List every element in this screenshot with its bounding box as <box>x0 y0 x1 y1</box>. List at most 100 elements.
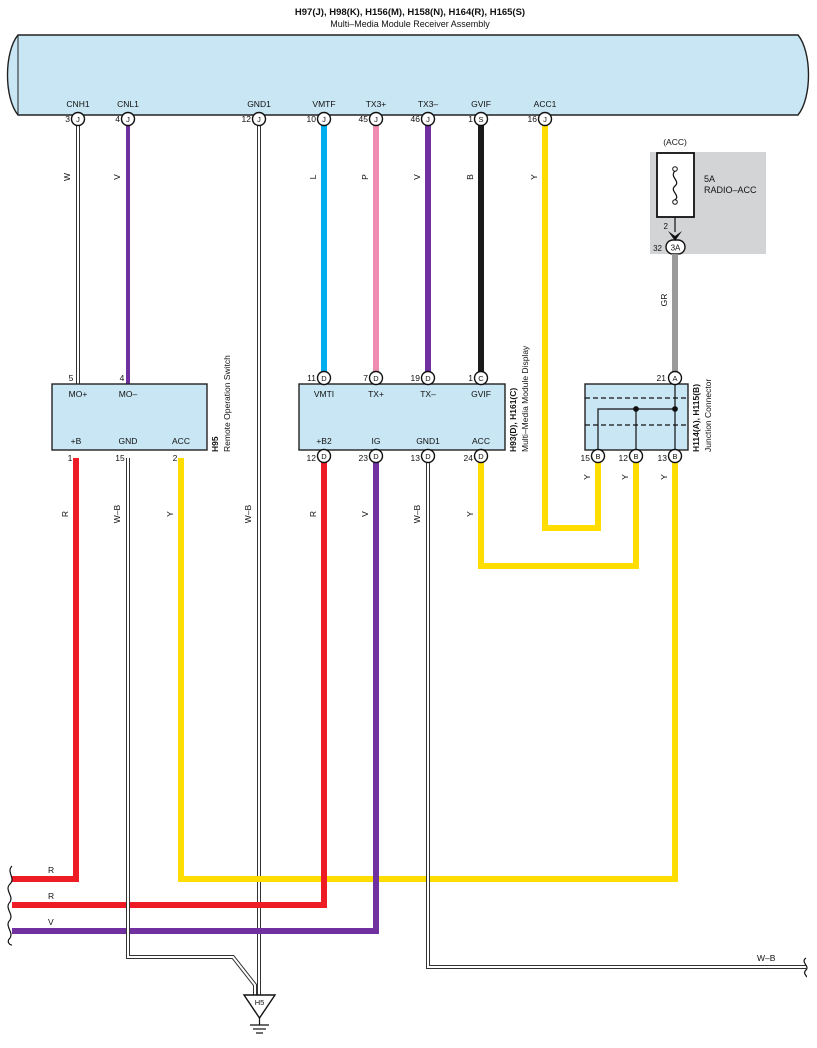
pin-name-gvif-display: GVIF <box>471 389 491 399</box>
wire-y-display-acc <box>478 450 639 569</box>
wire-label-v: V <box>112 174 122 180</box>
receiver-pins: CNH1 CNL1 GND1 VMTF TX3+ TX3– GVIF ACC1 … <box>65 99 557 127</box>
connector-acc-display: D <box>473 448 489 464</box>
connector-vmti: D <box>316 370 332 386</box>
display-labels: VMTI TX+ TX– GVIF 11 7 19 1 +B2 IG GND1 … <box>307 373 491 463</box>
fuse-tag: (ACC) <box>663 137 687 147</box>
wire-label-y-acc1: Y <box>529 174 539 180</box>
pin-num-acc-display: 24 <box>464 453 474 463</box>
wire-wb-display-gnd1 <box>426 458 806 969</box>
pin-num-acc-remote: 2 <box>173 453 178 463</box>
pin-name-txm: TX– <box>420 389 436 399</box>
connector-tx3m: J <box>420 111 436 127</box>
wire-label-y-display: Y <box>465 511 475 517</box>
connector-j13: B <box>667 448 683 464</box>
connector-gnd1-display: D <box>420 448 436 464</box>
wire-label-b: B <box>465 174 475 180</box>
pin-num-ig: 23 <box>359 453 369 463</box>
junction-labels: 21 15 12 13 <box>581 373 668 463</box>
fuse-connector-chevron-icon <box>668 231 682 241</box>
pin-name-mo-plus: MO+ <box>69 389 88 399</box>
pin-name-cnh1: CNH1 <box>66 99 89 109</box>
wire-label-w: W <box>62 173 72 181</box>
wires <box>12 124 806 995</box>
wire-label-y-j13: Y <box>659 474 669 480</box>
display-box <box>298 383 506 451</box>
wire-label-wb-gnd1: W–B <box>243 504 253 523</box>
pin-name-acc-remote: ACC <box>172 436 190 446</box>
wire-y-acc1 <box>542 124 601 531</box>
remote-switch-labels: MO+ MO– 5 4 +B GND ACC 1 15 2 <box>68 373 190 463</box>
wire-wb-remote-gnd <box>126 458 257 995</box>
pin-name-vmtf: VMTF <box>312 99 335 109</box>
svg-text:C: C <box>478 374 484 383</box>
pin-num-txm: 19 <box>411 373 421 383</box>
svg-text:A: A <box>672 374 677 383</box>
pin-name-txp: TX+ <box>368 389 384 399</box>
pin-name-tx3m: TX3– <box>418 99 439 109</box>
display-id: H93(D), H161(C) <box>508 388 518 452</box>
pin-name-b2: +B2 <box>316 436 332 446</box>
wire-label-wb-remote: W–B <box>112 504 122 523</box>
pin-num-tx3m: 46 <box>411 114 421 124</box>
wire-r-remote-b <box>12 458 79 882</box>
svg-text:J: J <box>426 115 430 124</box>
connector-tx3p: J <box>368 111 384 127</box>
wire-label-r-remote: R <box>60 511 70 517</box>
connector-ig: D <box>368 448 384 464</box>
svg-text:B: B <box>672 452 677 461</box>
receiver-id-label: H97(J), H98(K), H156(M), H158(N), H164(R… <box>295 7 525 18</box>
wire-r-display-b2 <box>12 458 327 908</box>
remote-switch-box <box>51 383 208 451</box>
pin-num-b2: 12 <box>307 453 317 463</box>
remote-switch-id: H95 <box>210 436 220 452</box>
pin-name-acc1: ACC1 <box>534 99 557 109</box>
wire-label-gr: GR <box>659 294 669 307</box>
pin-num-acc1: 16 <box>528 114 538 124</box>
connector-j21: A <box>667 370 683 386</box>
svg-text:D: D <box>478 452 484 461</box>
svg-text:D: D <box>373 374 379 383</box>
wire-label-v-display: V <box>360 511 370 517</box>
wire-label-wb-display: W–B <box>412 504 422 523</box>
svg-text:D: D <box>425 452 431 461</box>
ground-label: H5 <box>255 998 265 1007</box>
pin-name-b: +B <box>71 436 82 446</box>
pin-name-gnd1: GND1 <box>247 99 271 109</box>
pin-name-ig: IG <box>372 436 381 446</box>
connector-j15: B <box>590 448 606 464</box>
svg-text:D: D <box>373 452 379 461</box>
svg-text:B: B <box>633 452 638 461</box>
junction-connectors: A B B B <box>590 370 683 464</box>
ground-icon: H5 <box>242 994 277 1034</box>
connector-vmtf: J <box>316 111 332 127</box>
wire-label-r-bottom-2: R <box>48 891 54 901</box>
pin-num-cnl1: 4 <box>115 114 120 124</box>
pin-num-mo-minus: 4 <box>120 373 125 383</box>
pin-num-vmti: 11 <box>307 373 316 383</box>
pin-num-j15: 15 <box>581 453 591 463</box>
wire-label-r-bottom-1: R <box>48 865 54 875</box>
svg-text:S: S <box>478 115 483 124</box>
pin-name-gvif: GVIF <box>471 99 491 109</box>
connector-acc1: J <box>537 111 553 127</box>
remote-switch-name: Remote Operation Switch <box>222 355 232 452</box>
pin-num-mo-plus: 5 <box>69 373 74 383</box>
wire-label-p: P <box>360 174 370 180</box>
fuse-pin-upper: 2 <box>664 222 669 231</box>
svg-text:J: J <box>322 115 326 124</box>
wire-label-r-display: R <box>308 511 318 517</box>
pin-num-gvif: 1 <box>468 114 473 124</box>
pin-num-gnd: 15 <box>115 453 125 463</box>
connector-gnd1: J <box>251 111 267 127</box>
pin-num-tx3p: 45 <box>359 114 369 124</box>
pin-name-gnd1-display: GND1 <box>416 436 440 446</box>
svg-text:D: D <box>321 452 327 461</box>
svg-text:J: J <box>543 115 547 124</box>
wire-label-v-bottom: V <box>48 917 54 927</box>
wire-label-y-j12: Y <box>620 474 630 480</box>
pin-num-b: 1 <box>68 453 73 463</box>
wire-label-y-j15: Y <box>582 474 592 480</box>
pin-name-acc-display: ACC <box>472 436 490 446</box>
